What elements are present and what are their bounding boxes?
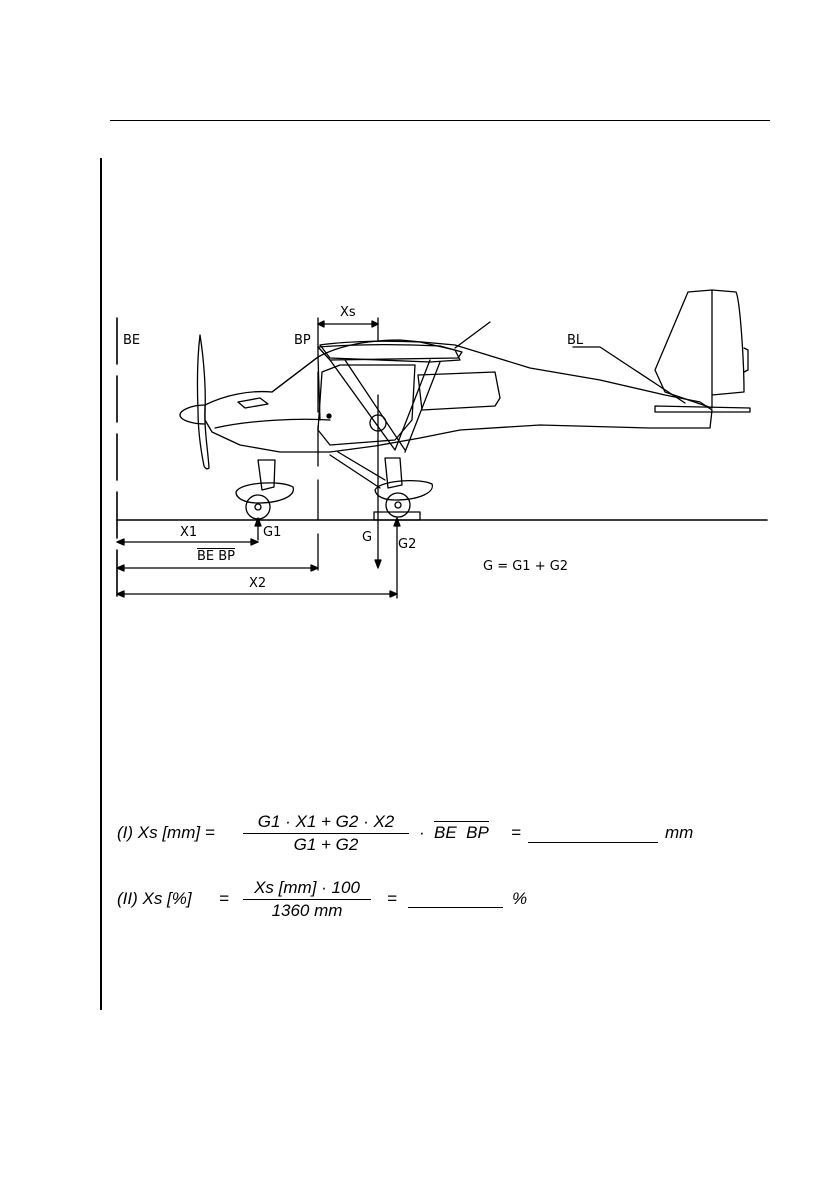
formula-2-fraction: Xs [mm] · 100 1360 mm	[243, 878, 371, 921]
formula-1-dot: ·	[419, 823, 425, 843]
formula-1-unit: mm	[665, 823, 693, 843]
g1-label: G1	[263, 526, 281, 540]
formula-1-numerator: G1 · X1 + G2 · X2	[243, 812, 409, 834]
horizontal-tail	[655, 406, 750, 412]
x2-label: X2	[249, 577, 266, 591]
formula-2-result-blank	[408, 907, 503, 908]
formula-2-numerator: Xs [mm] · 100	[243, 878, 371, 900]
formula-1-equals: =	[511, 823, 521, 843]
vertical-tail	[655, 290, 712, 408]
bp-label: BP	[294, 334, 311, 348]
be-bp-label: BE BP	[197, 548, 235, 564]
formula-2-equals-1: =	[219, 889, 229, 909]
main-wheel-fairing	[375, 481, 432, 500]
formula-2-unit: %	[512, 889, 527, 909]
formula-2-lhs: (II) Xs [%]	[117, 889, 192, 909]
nose-wheel-fairing	[236, 483, 293, 503]
g2-label: G2	[398, 538, 416, 552]
spinner	[180, 405, 205, 424]
x1-label: X1	[180, 526, 197, 540]
formula-1-lhs: (I) Xs [mm] =	[117, 823, 215, 843]
formula-1-fraction: G1 · X1 + G2 · X2 G1 + G2	[243, 812, 409, 855]
xs-label: Xs	[340, 306, 356, 320]
formula-1-denominator: G1 + G2	[243, 834, 409, 855]
be-label: BE	[123, 334, 140, 348]
g-label: G	[362, 531, 372, 545]
formula-1-result-blank	[528, 842, 658, 843]
propeller	[197, 335, 209, 469]
weight-sum-label: G = G1 + G2	[483, 560, 568, 574]
formula-1-be-bp: BE BP	[434, 821, 489, 843]
bl-label: BL	[567, 334, 583, 348]
formula-2-denominator: 1360 mm	[243, 900, 371, 921]
formula-2-equals-2: =	[387, 889, 397, 909]
